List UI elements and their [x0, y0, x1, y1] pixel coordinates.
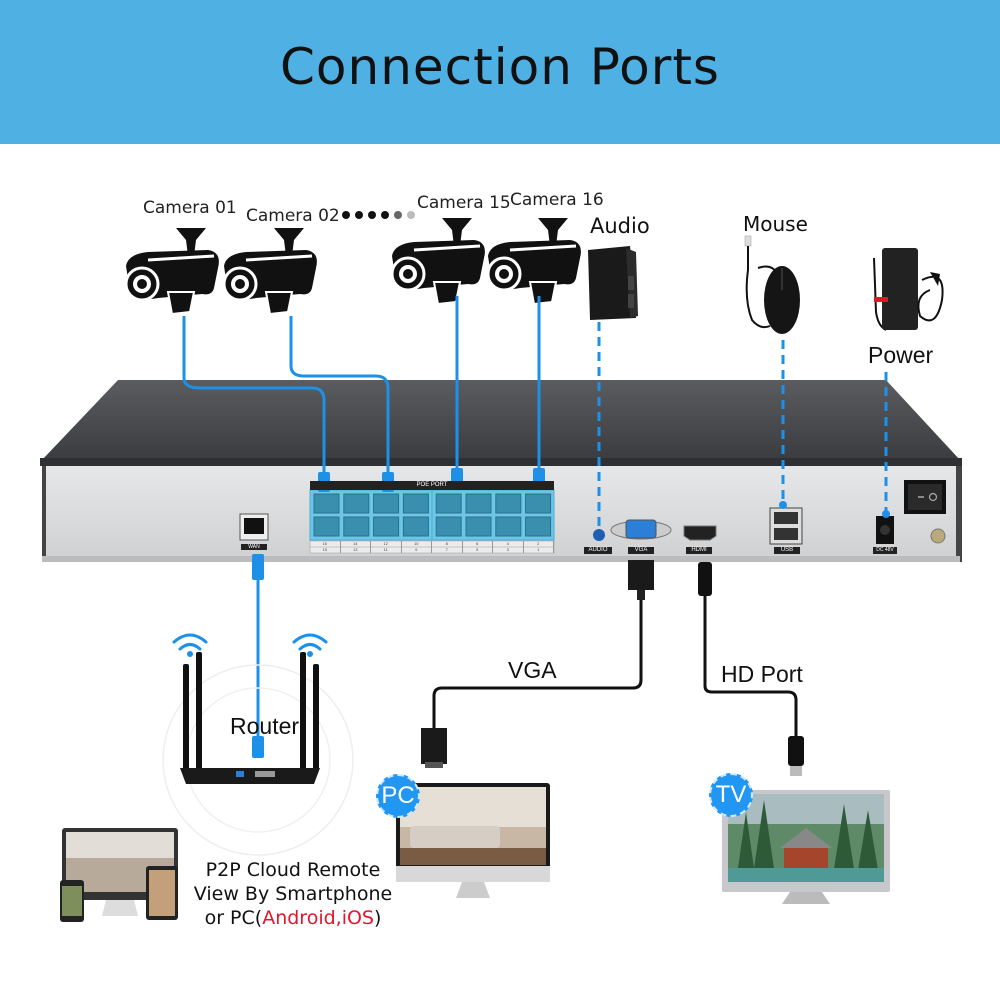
- camera-01-label: Camera 01: [143, 198, 237, 218]
- hdmi-cable: [698, 562, 804, 776]
- audio-label: Audio: [590, 214, 650, 238]
- p2p-description: P2P Cloud Remote View By Smartphone or P…: [186, 858, 400, 930]
- wifi-icon-right: [292, 633, 328, 651]
- poe-port: [525, 493, 552, 514]
- camera-01-icon: [124, 228, 221, 316]
- poe-port: [373, 493, 400, 514]
- poe-port: [343, 493, 370, 514]
- poe-port-label: POE PORT: [310, 481, 554, 490]
- poe-port-number: 12: [371, 541, 402, 547]
- platforms-highlight: Android,iOS: [262, 907, 374, 929]
- power-adapter-icon: [873, 248, 944, 331]
- poe-port-number: 5: [463, 547, 493, 553]
- poe-port-number: 13: [341, 547, 371, 553]
- camera-02-icon: [222, 228, 319, 316]
- page-title: Connection Ports: [280, 38, 720, 96]
- poe-port: [373, 516, 400, 537]
- tv-screen: [722, 790, 890, 904]
- vga-cable-label: VGA: [508, 657, 557, 683]
- router-label: Router: [230, 713, 300, 739]
- mouse-icon: [744, 235, 800, 334]
- poe-port: [495, 516, 522, 537]
- peripheral-dashed-lines: [597, 322, 888, 530]
- vga-port-label: VGA: [628, 547, 654, 554]
- camera-16-label: Camera 16: [510, 190, 604, 210]
- poe-port: [343, 516, 370, 537]
- poe-port: [495, 493, 522, 514]
- ellipsis-dots: [342, 211, 415, 219]
- camera-cables: [182, 296, 541, 478]
- camera-15-icon: [390, 218, 487, 306]
- vga-cable: [421, 560, 654, 768]
- poe-port: [465, 516, 492, 537]
- tv-badge: TV: [709, 773, 753, 817]
- poe-port: [435, 516, 462, 537]
- ground-screw: [930, 528, 946, 544]
- poe-port: [435, 493, 462, 514]
- header-banner: [0, 0, 1000, 144]
- router-cable: [252, 554, 264, 758]
- poe-port-number: 2: [524, 541, 554, 547]
- poe-port: [525, 516, 552, 537]
- poe-port-number: 6: [463, 541, 493, 547]
- hd-port-label: HD Port: [721, 661, 803, 687]
- poe-port: [313, 493, 340, 514]
- hdmi-port-label: HDMI: [686, 547, 712, 554]
- poe-port-number: 10: [402, 541, 432, 547]
- poe-port-number: 4: [493, 541, 524, 547]
- power-switch: [904, 480, 946, 514]
- poe-port-number: 3: [493, 547, 524, 553]
- poe-port-number: 7: [432, 547, 463, 553]
- audio-port-label: AUDIO: [584, 547, 612, 554]
- remote-devices-icon: [60, 828, 178, 922]
- poe-port: [402, 493, 429, 514]
- poe-port: [465, 493, 492, 514]
- camera-02-label: Camera 02: [246, 206, 340, 226]
- poe-port-number: 9: [402, 547, 432, 553]
- poe-port-number: 15: [310, 547, 341, 553]
- wan-port-label: WAN: [241, 544, 267, 550]
- poe-port-number: 14: [341, 541, 371, 547]
- router-icon: [162, 633, 354, 856]
- usb-port-label: USB: [774, 547, 800, 554]
- audio-jack: [593, 529, 605, 541]
- poe-port: [402, 516, 429, 537]
- poe-port-number: 16: [310, 541, 341, 547]
- dc-port-label: DC 48V: [873, 547, 897, 554]
- pc-monitor: [396, 783, 550, 898]
- camera-15-label: Camera 15: [417, 193, 511, 213]
- poe-port: [313, 516, 340, 537]
- power-label: Power: [868, 342, 934, 368]
- mouse-label: Mouse: [743, 212, 808, 236]
- p2p-line-3: or PC(Android,iOS): [204, 907, 382, 929]
- poe-port-number: 1: [524, 547, 554, 553]
- poe-port-number: 11: [371, 547, 402, 553]
- p2p-line-1: P2P Cloud Remote: [205, 859, 381, 881]
- poe-port-number: 8: [432, 541, 463, 547]
- p2p-line-2: View By Smartphone: [193, 883, 393, 905]
- camera-16-icon: [486, 218, 583, 306]
- speaker-icon: [588, 246, 638, 320]
- wifi-icon-left: [172, 633, 208, 651]
- pc-badge: PC: [376, 774, 420, 818]
